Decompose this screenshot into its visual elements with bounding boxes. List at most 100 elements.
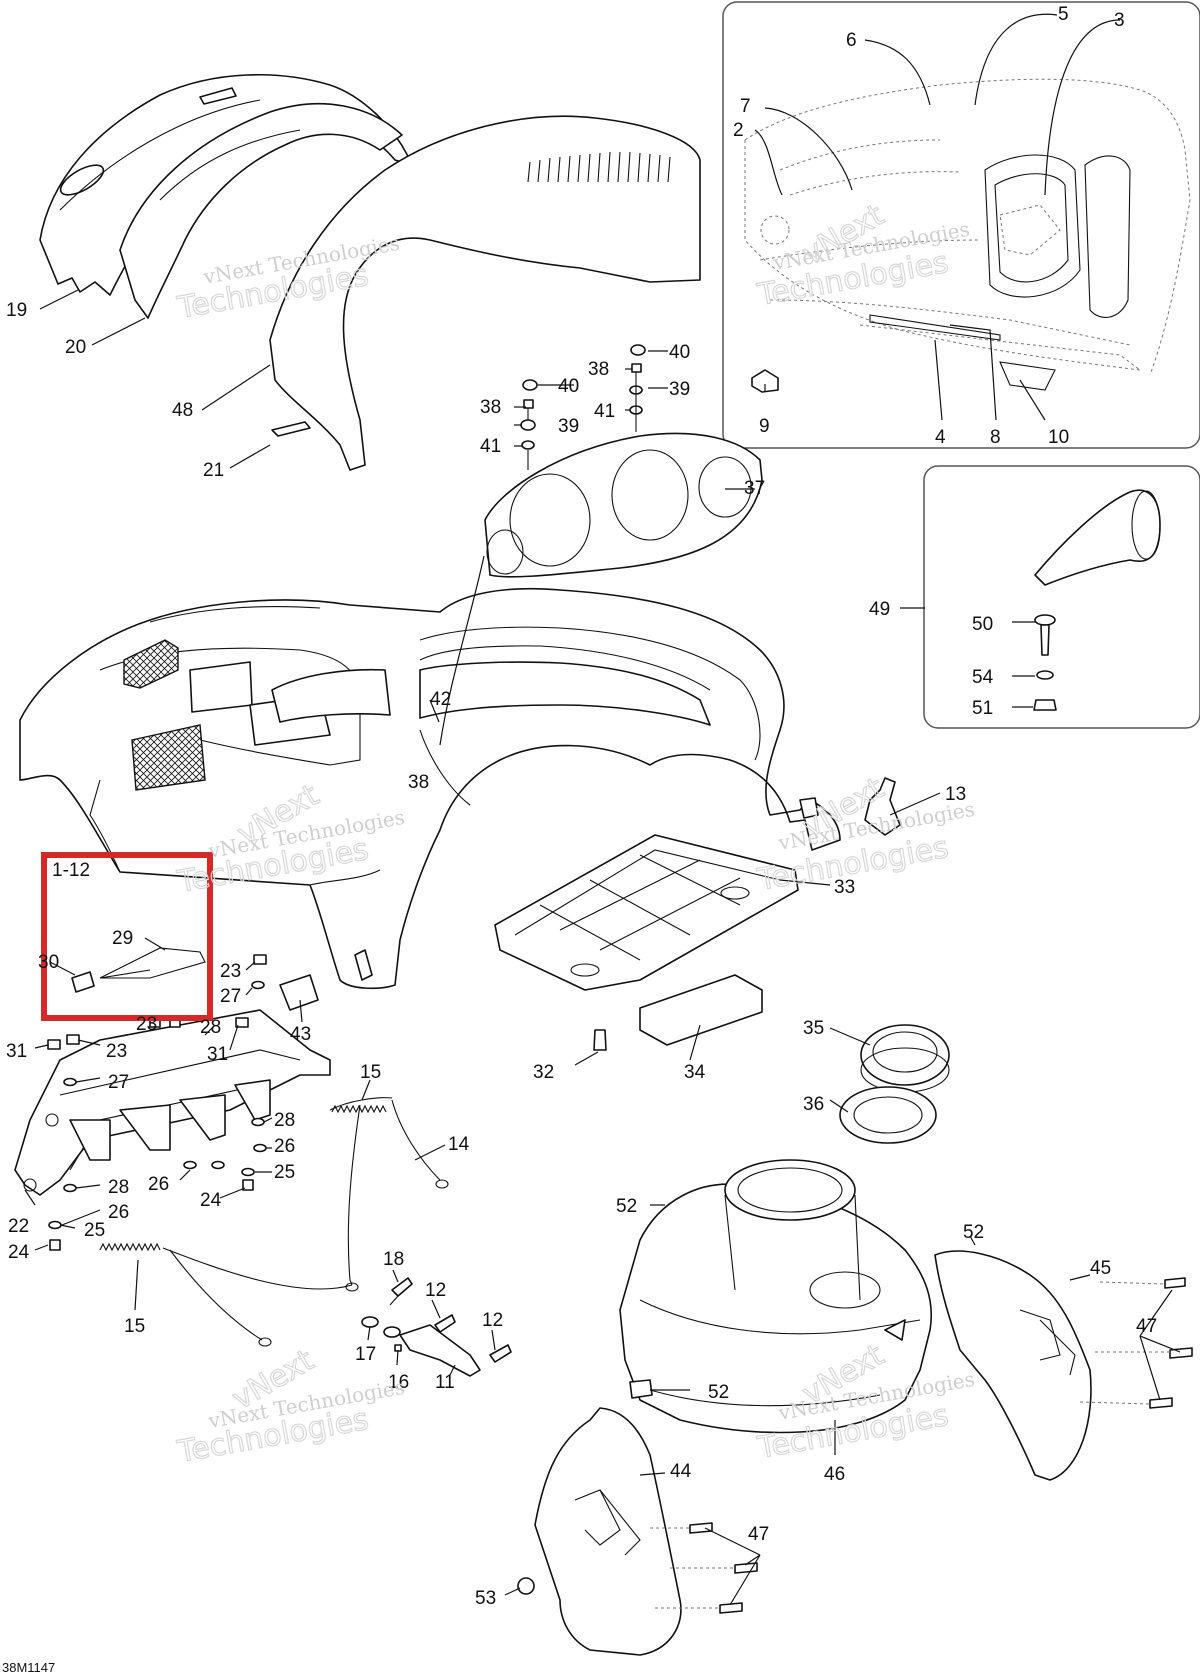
callout-38-a: 38 bbox=[480, 397, 501, 418]
callout-43: 43 bbox=[290, 1024, 311, 1045]
upper-body bbox=[19, 587, 841, 990]
fastener-stack-left bbox=[520, 379, 538, 470]
callout-10: 10 bbox=[1048, 427, 1069, 448]
callout-47-b: 47 bbox=[748, 1524, 769, 1545]
callout-5: 5 bbox=[1058, 4, 1069, 25]
spring-cable-15 bbox=[99, 1242, 359, 1347]
callout-23-c: 23 bbox=[106, 1041, 127, 1062]
decal-inset-panel bbox=[722, 1, 1200, 449]
callout-3: 3 bbox=[1114, 10, 1125, 31]
clip-9 bbox=[751, 369, 779, 393]
callout-41-b: 41 bbox=[594, 401, 615, 422]
latch-parts bbox=[361, 1277, 512, 1377]
callout-26-c: 26 bbox=[108, 1202, 129, 1223]
highlight-box bbox=[41, 852, 213, 1021]
callout-31-b: 31 bbox=[207, 1044, 228, 1065]
callout-41-a: 41 bbox=[480, 436, 501, 457]
callout-40-a: 40 bbox=[558, 376, 579, 397]
spring-cable-14 bbox=[329, 1097, 449, 1286]
callout-28-b: 28 bbox=[274, 1110, 295, 1131]
callout-32: 32 bbox=[533, 1062, 554, 1083]
callout-42: 42 bbox=[430, 689, 451, 710]
callout-28-c: 28 bbox=[108, 1177, 129, 1198]
side-panel-44 bbox=[534, 1407, 682, 1656]
drawing-code: 38M1147 bbox=[2, 1660, 55, 1675]
screw-32 bbox=[593, 1029, 607, 1051]
callout-49: 49 bbox=[869, 599, 890, 620]
callout-8: 8 bbox=[990, 427, 1001, 448]
callout-1-12: 1-12 bbox=[52, 860, 90, 881]
callout-labels: 19 20 48 21 6 5 3 7 2 9 4 8 10 38 40 39 … bbox=[6, 4, 1157, 1609]
callout-17: 17 bbox=[355, 1344, 376, 1365]
hinge-bracket-22 bbox=[14, 1009, 331, 1196]
callout-26-b: 26 bbox=[148, 1174, 169, 1195]
callout-28-a: 28 bbox=[200, 1017, 221, 1038]
fastener-stack-right bbox=[629, 344, 646, 432]
decal-set bbox=[744, 78, 1191, 391]
screw-50 bbox=[1034, 614, 1056, 656]
callout-45: 45 bbox=[1090, 1258, 1111, 1279]
callout-31-a: 31 bbox=[6, 1041, 27, 1062]
callout-52-a: 52 bbox=[616, 1196, 637, 1217]
callout-24-a: 24 bbox=[200, 1190, 222, 1211]
callout-39-b: 39 bbox=[669, 379, 690, 400]
callout-30: 30 bbox=[38, 952, 59, 973]
callout-37: 37 bbox=[744, 478, 765, 499]
callout-24-b: 24 bbox=[8, 1242, 30, 1263]
callout-46: 46 bbox=[824, 1464, 845, 1485]
callout-48: 48 bbox=[172, 400, 193, 421]
callout-14: 14 bbox=[448, 1134, 470, 1155]
callout-12-a: 12 bbox=[425, 1280, 446, 1301]
cable-guide-52 bbox=[629, 1379, 653, 1399]
callout-23-b: 23 bbox=[136, 1014, 157, 1035]
callout-27-a: 27 bbox=[220, 986, 241, 1007]
push-pins-47 bbox=[650, 1277, 1193, 1614]
callout-35: 35 bbox=[803, 1018, 824, 1039]
callout-20: 20 bbox=[65, 337, 86, 358]
callout-53: 53 bbox=[475, 1588, 496, 1609]
callout-13: 13 bbox=[945, 784, 966, 805]
callout-21: 21 bbox=[203, 460, 224, 481]
side-panel-20 bbox=[119, 102, 403, 319]
hinge-hardware bbox=[47, 954, 319, 1251]
callout-7: 7 bbox=[740, 96, 751, 117]
nut-51 bbox=[1033, 699, 1057, 711]
cable-29 bbox=[99, 947, 206, 979]
callout-44: 44 bbox=[670, 1461, 692, 1482]
callout-15-a: 15 bbox=[360, 1062, 381, 1083]
console-panel-48 bbox=[269, 115, 701, 471]
side-panel-45 bbox=[934, 1250, 1092, 1481]
bracket-13 bbox=[864, 777, 901, 836]
callout-40-b: 40 bbox=[669, 342, 690, 363]
callout-6: 6 bbox=[846, 30, 857, 51]
callout-18: 18 bbox=[383, 1249, 404, 1270]
callout-50: 50 bbox=[972, 614, 993, 635]
callout-26-a: 26 bbox=[274, 1136, 295, 1157]
callout-51: 51 bbox=[972, 698, 993, 719]
lower-dash-46 bbox=[619, 1159, 933, 1434]
fuel-cap-35 bbox=[860, 1024, 950, 1093]
callout-54: 54 bbox=[972, 667, 994, 688]
grommet-53 bbox=[517, 1577, 535, 1595]
callout-19: 19 bbox=[6, 300, 27, 321]
callout-12-b: 12 bbox=[482, 1310, 503, 1331]
gasket-36 bbox=[839, 1086, 937, 1144]
callout-33: 33 bbox=[834, 877, 855, 898]
mirror-49 bbox=[1034, 489, 1161, 586]
callout-52-b: 52 bbox=[963, 1222, 984, 1243]
callout-16: 16 bbox=[388, 1372, 409, 1393]
callout-15-b: 15 bbox=[124, 1316, 145, 1337]
callout-11: 11 bbox=[435, 1372, 455, 1393]
callout-38-b: 38 bbox=[588, 359, 609, 380]
foam-pad-34 bbox=[639, 974, 763, 1046]
callout-52-c: 52 bbox=[708, 1382, 729, 1403]
callout-9: 9 bbox=[759, 416, 770, 437]
callout-36: 36 bbox=[803, 1094, 824, 1115]
callout-25-a: 25 bbox=[274, 1162, 295, 1183]
callout-23-a: 23 bbox=[220, 961, 241, 982]
callout-27-b: 27 bbox=[108, 1072, 129, 1093]
callout-29: 29 bbox=[112, 928, 133, 949]
mirror-inset-panel bbox=[923, 465, 1200, 729]
sleeve-30 bbox=[71, 971, 95, 993]
